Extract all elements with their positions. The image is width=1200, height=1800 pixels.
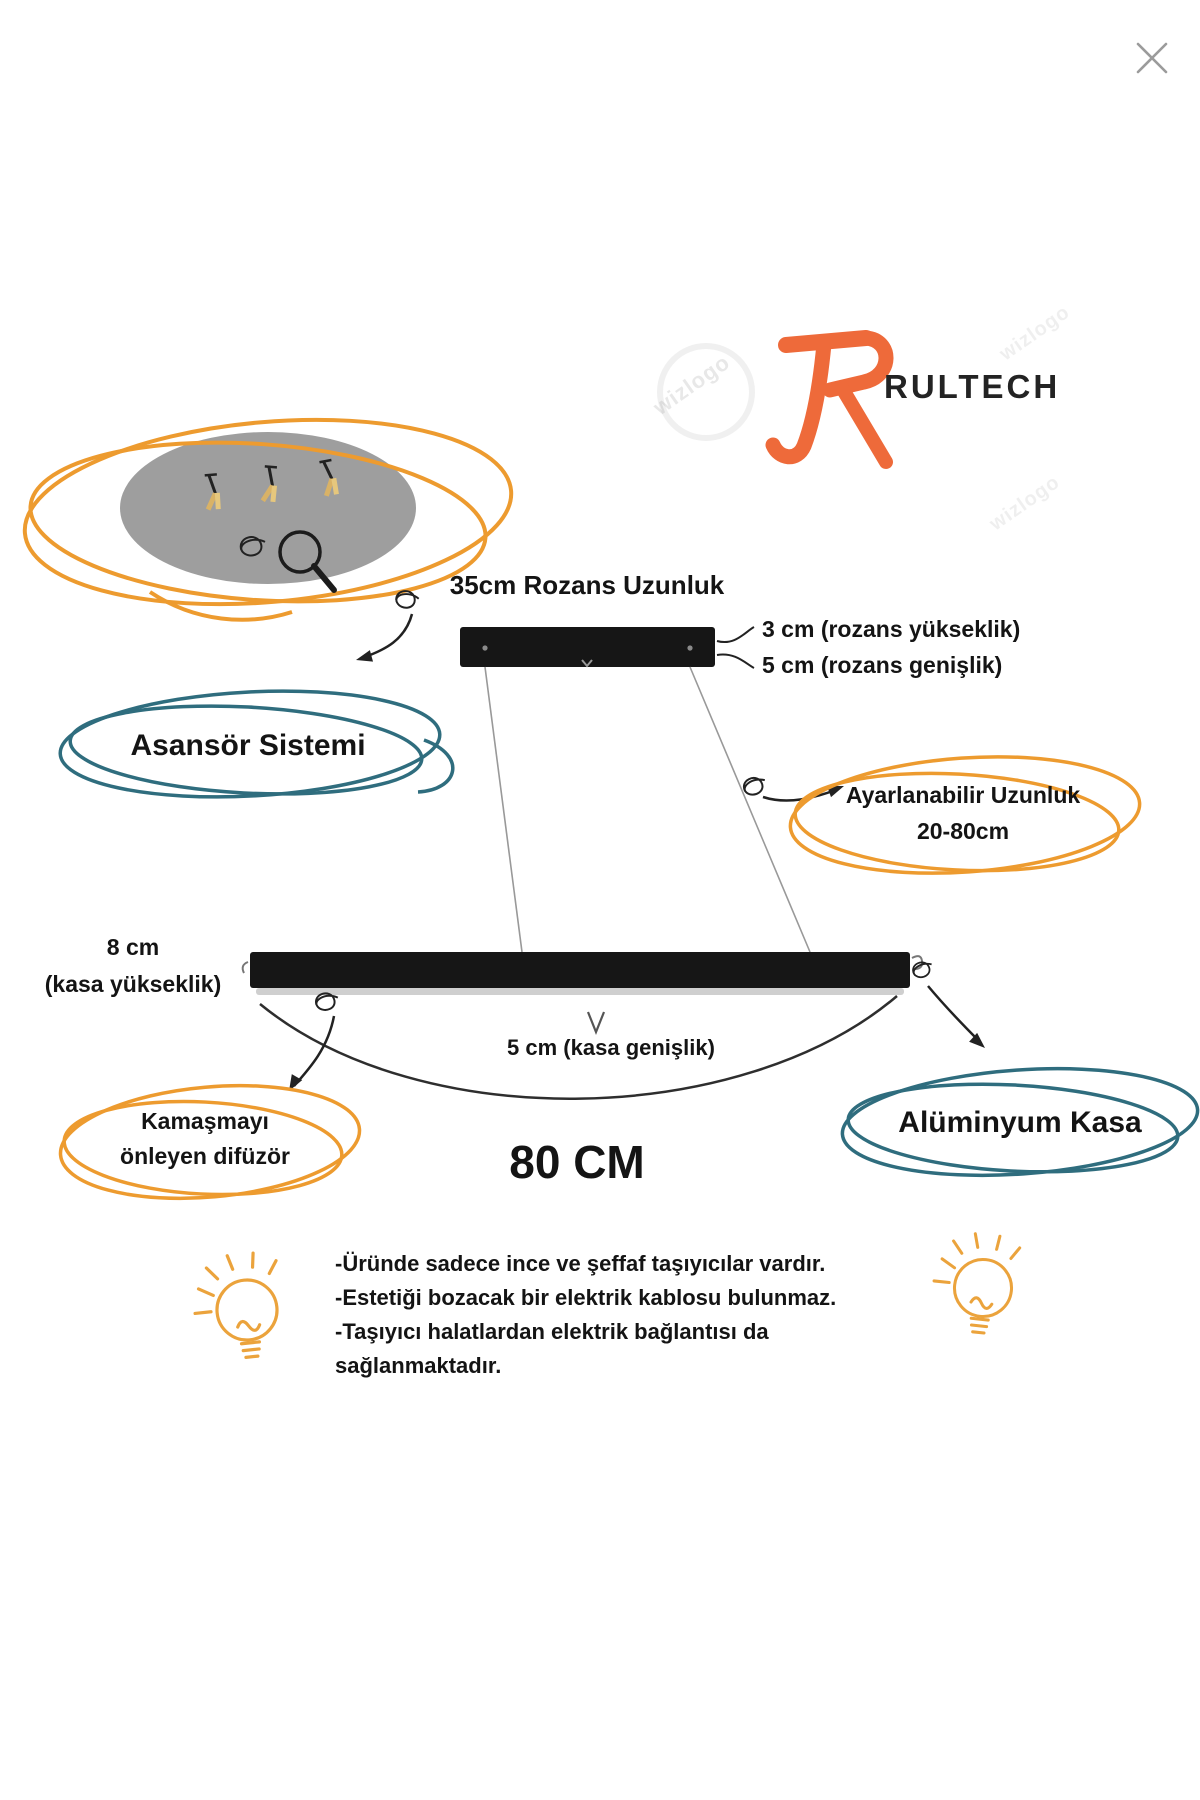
logo-mark-icon	[765, 330, 894, 469]
mounting-hardware-icons	[204, 458, 339, 511]
aluminum-body-ellipse	[840, 1066, 1200, 1178]
bulb-icon	[187, 1249, 288, 1364]
canopy-length-label: 35cm Rozans Uzunluk	[449, 570, 725, 600]
adjustable-length-label-2: 20-80cm	[916, 818, 1010, 844]
canopy-dimension-curls	[716, 626, 755, 669]
magnifier-icon	[278, 530, 337, 593]
total-length-arc	[259, 995, 898, 1100]
lift-system-arrow	[354, 586, 421, 666]
diffuser-label-1: Kamaşmayı	[141, 1108, 269, 1134]
hardware-highlight-ellipse	[22, 417, 514, 622]
canopy-bar	[460, 627, 715, 668]
adjustable-length-label-1: Ayarlanabilir Uzunluk	[845, 782, 1081, 808]
aluminum-body-label: Alüminyum Kasa	[898, 1106, 1142, 1139]
canopy-width-label: 5 cm (rozans genişlik)	[762, 652, 1003, 678]
watermark-swirl	[657, 343, 755, 441]
feature-line-1: -Üründe sadece ince ve şeffaf taşıyıcıla…	[335, 1251, 826, 1276]
brand-name: RULTECH	[884, 368, 1061, 405]
aluminum-body-arrow	[912, 961, 990, 1053]
body-height-label-1: 8 cm	[106, 934, 160, 960]
adjustable-length-arrow	[742, 776, 847, 802]
feature-line-2: -Estetiği bozacak bir elektrik kablosu b…	[335, 1285, 837, 1310]
hardware-photo-blob	[120, 432, 416, 584]
diffuser-ellipse	[58, 1083, 362, 1201]
lift-system-label: Asansör Sistemi	[130, 729, 366, 762]
body-width-label: 5 cm (kasa genişlik)	[507, 1035, 715, 1060]
bulb-icon	[927, 1228, 1023, 1338]
body-height-label-2: (kasa yükseklik)	[44, 971, 222, 997]
feature-line-4: sağlanmaktadır.	[335, 1353, 502, 1378]
suspension-cables	[484, 666, 811, 953]
main-light-bar	[241, 952, 924, 995]
lift-system-ellipse	[58, 689, 455, 799]
adjustable-length-ellipse	[788, 755, 1142, 875]
diffuser-arrow	[283, 990, 340, 1094]
diffuser-label-2: önleyen difüzör	[120, 1143, 290, 1169]
total-length-label: 80 CM	[509, 1136, 645, 1188]
width-tick	[586, 1011, 606, 1035]
feature-line-3: -Taşıyıcı halatlardan elektrik bağlantıs…	[335, 1319, 769, 1344]
close-icon[interactable]	[1130, 36, 1174, 80]
canopy-height-label: 3 cm (rozans yükseklik)	[762, 616, 1021, 642]
